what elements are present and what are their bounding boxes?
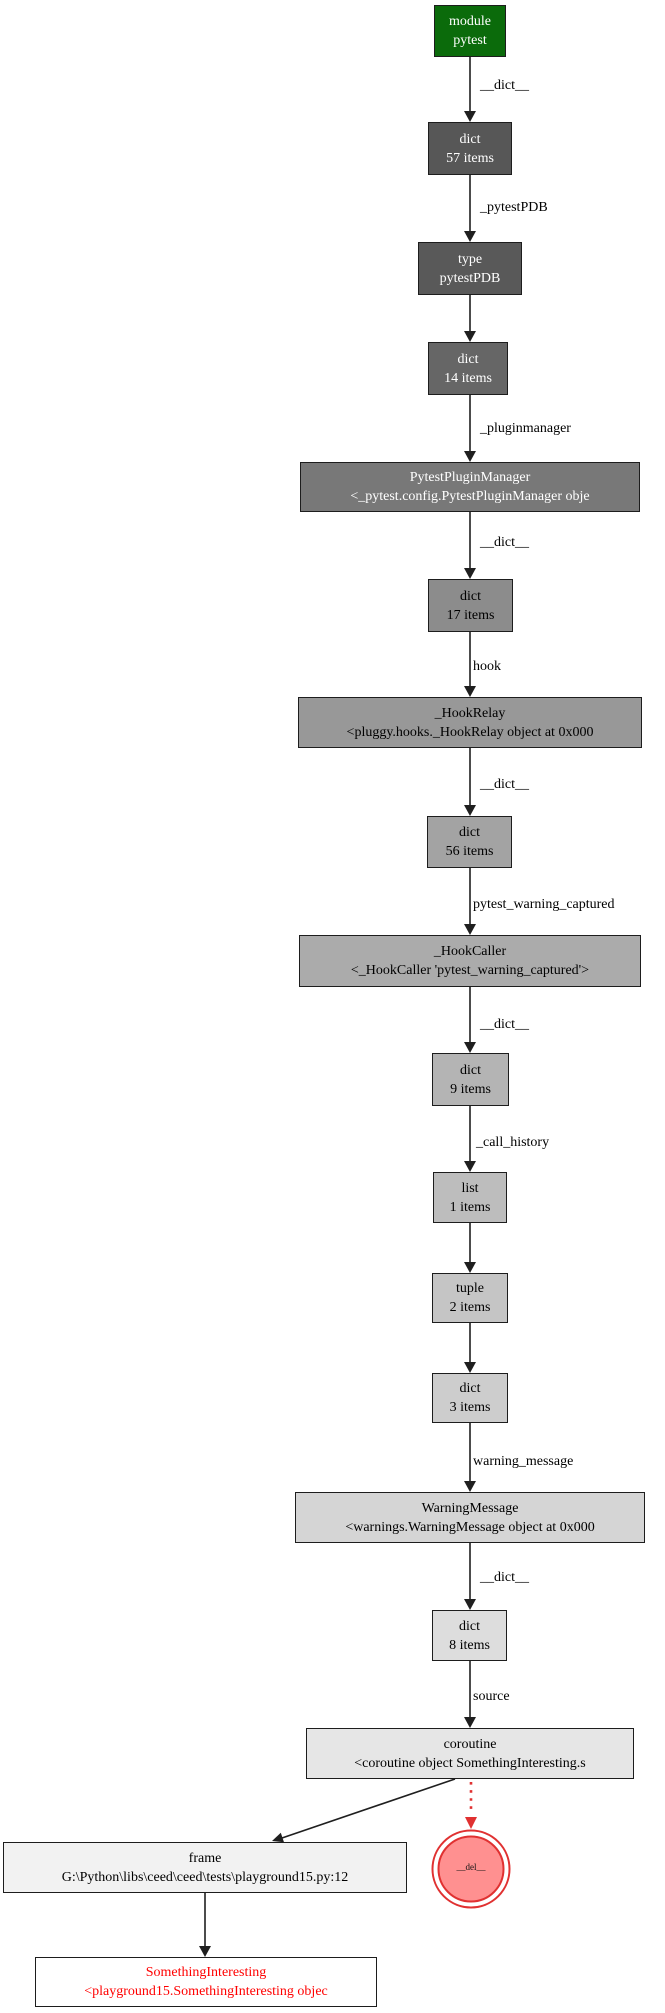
node-type-label: dict	[459, 825, 480, 840]
node-detail-label: <_pytest.config.PytestPluginManager obje	[350, 489, 590, 504]
edge-label-dict-3: __dict__	[480, 777, 529, 792]
node-coroutine: coroutine <coroutine object SomethingInt…	[306, 1728, 634, 1779]
node-type-label: _HookCaller	[433, 944, 507, 959]
node-type-label: dict	[459, 131, 481, 147]
edge-label-hook: hook	[473, 659, 501, 674]
arrowhead	[464, 1599, 476, 1610]
node-dict-9: dict 9 items	[432, 1053, 509, 1106]
node-detail-label: pytestPDB	[439, 270, 501, 286]
node-dict-56: dict 56 items	[427, 816, 512, 868]
node-dict-17: dict 17 items	[428, 579, 513, 632]
node-frame: frame G:\Python\libs\ceed\ceed\tests\pla…	[3, 1842, 407, 1893]
edge-label-pytestpdb: _pytestPDB	[480, 200, 548, 215]
edge-label-pluginmanager: _pluginmanager	[480, 421, 571, 436]
arrowhead	[464, 686, 476, 697]
node-detail-label: 3 items	[449, 1400, 491, 1415]
node-warning-message: WarningMessage <warnings.WarningMessage …	[295, 1492, 645, 1543]
edge-label-dict-4: __dict__	[480, 1017, 529, 1032]
node-pytest-plugin-manager: PytestPluginManager <_pytest.config.Pyte…	[300, 462, 640, 512]
arrowhead	[464, 451, 476, 462]
node-detail-label: <pluggy.hooks._HookRelay object at 0x000	[346, 724, 594, 740]
edge-label-dict-2: __dict__	[480, 535, 529, 550]
edge-label-dict-1: __dict__	[480, 78, 529, 93]
node-hook-relay: _HookRelay <pluggy.hooks._HookRelay obje…	[298, 697, 642, 748]
edge-label-warning-message: warning_message	[473, 1454, 574, 1469]
arrowhead	[464, 1042, 476, 1053]
node-type-pytestpdb: type pytestPDB	[418, 242, 522, 295]
del-node-label: __del__	[456, 1862, 486, 1872]
node-detail-label: <warnings.WarningMessage object at 0x000	[345, 1519, 595, 1535]
node-type-label: type	[457, 251, 483, 267]
arrowhead	[464, 1717, 476, 1728]
node-detail-label: <playground15.SomethingInteresting objec	[84, 1984, 328, 1999]
node-type-label: dict	[459, 1618, 480, 1634]
node-detail-label: 17 items	[446, 607, 495, 623]
node-module-pytest: module pytest	[434, 5, 506, 57]
node-type-label: _HookRelay	[434, 705, 506, 721]
node-tuple-2: tuple 2 items	[432, 1273, 508, 1323]
arrowhead	[464, 805, 476, 816]
arrowhead	[464, 111, 476, 122]
node-dict-57: dict 57 items	[428, 122, 512, 175]
node-type-label: tuple	[456, 1281, 484, 1296]
arrowhead	[272, 1832, 284, 1843]
arrowhead	[464, 924, 476, 935]
node-type-label: list	[461, 1180, 479, 1196]
node-type-label: dict	[460, 1062, 481, 1078]
node-type-label: SomethingInteresting	[145, 1965, 267, 1980]
node-type-label: module	[449, 14, 491, 29]
node-type-label: dict	[460, 588, 481, 604]
node-type-label: dict	[457, 351, 479, 367]
node-type-label: dict	[459, 1381, 481, 1396]
node-detail-label: pytest	[453, 33, 487, 48]
node-dict-8: dict 8 items	[432, 1610, 507, 1661]
del-node-inner-circle	[437, 1835, 505, 1903]
node-detail-label: 14 items	[444, 370, 492, 386]
node-detail-label: <_HookCaller 'pytest_warning_captured'>	[350, 963, 590, 978]
edge-label-pytest-warning-captured: pytest_warning_captured	[473, 897, 615, 912]
node-detail-label: 57 items	[446, 150, 494, 166]
edge-label-dict-5: __dict__	[480, 1570, 529, 1585]
arrowhead-red	[465, 1817, 477, 1829]
node-dict-3: dict 3 items	[432, 1373, 508, 1423]
node-hook-caller: _HookCaller <_HookCaller 'pytest_warning…	[299, 935, 641, 987]
arrowhead	[464, 568, 476, 579]
node-detail-label: <coroutine object SomethingInteresting.s	[354, 1755, 586, 1771]
node-dict-14: dict 14 items	[428, 342, 508, 395]
edge-label-call-history: _call_history	[476, 1135, 550, 1150]
arrowhead	[464, 1362, 476, 1373]
arrowhead	[199, 1946, 211, 1957]
arrowhead	[464, 1161, 476, 1172]
node-detail-label: 8 items	[449, 1637, 490, 1653]
node-detail-label: 2 items	[449, 1300, 491, 1315]
node-type-label: PytestPluginManager	[409, 470, 531, 485]
arrowhead	[464, 331, 476, 342]
node-type-label: coroutine	[443, 1736, 497, 1752]
node-list-1: list 1 items	[433, 1172, 507, 1223]
node-detail-label: G:\Python\libs\ceed\ceed\tests\playgroun…	[61, 1869, 349, 1885]
node-detail-label: 1 items	[449, 1199, 491, 1215]
edge-coroutine-to-frame	[281, 1778, 456, 1839]
edge-label-source: source	[473, 1689, 510, 1704]
arrowhead	[464, 231, 476, 242]
node-type-label: WarningMessage	[421, 1500, 519, 1516]
node-detail-label: 9 items	[450, 1081, 491, 1097]
node-type-label: frame	[188, 1850, 222, 1866]
arrowhead	[464, 1481, 476, 1492]
node-detail-label: 56 items	[445, 844, 494, 859]
arrowhead	[464, 1262, 476, 1273]
node-something-interesting: SomethingInteresting <playground15.Somet…	[35, 1957, 377, 2007]
